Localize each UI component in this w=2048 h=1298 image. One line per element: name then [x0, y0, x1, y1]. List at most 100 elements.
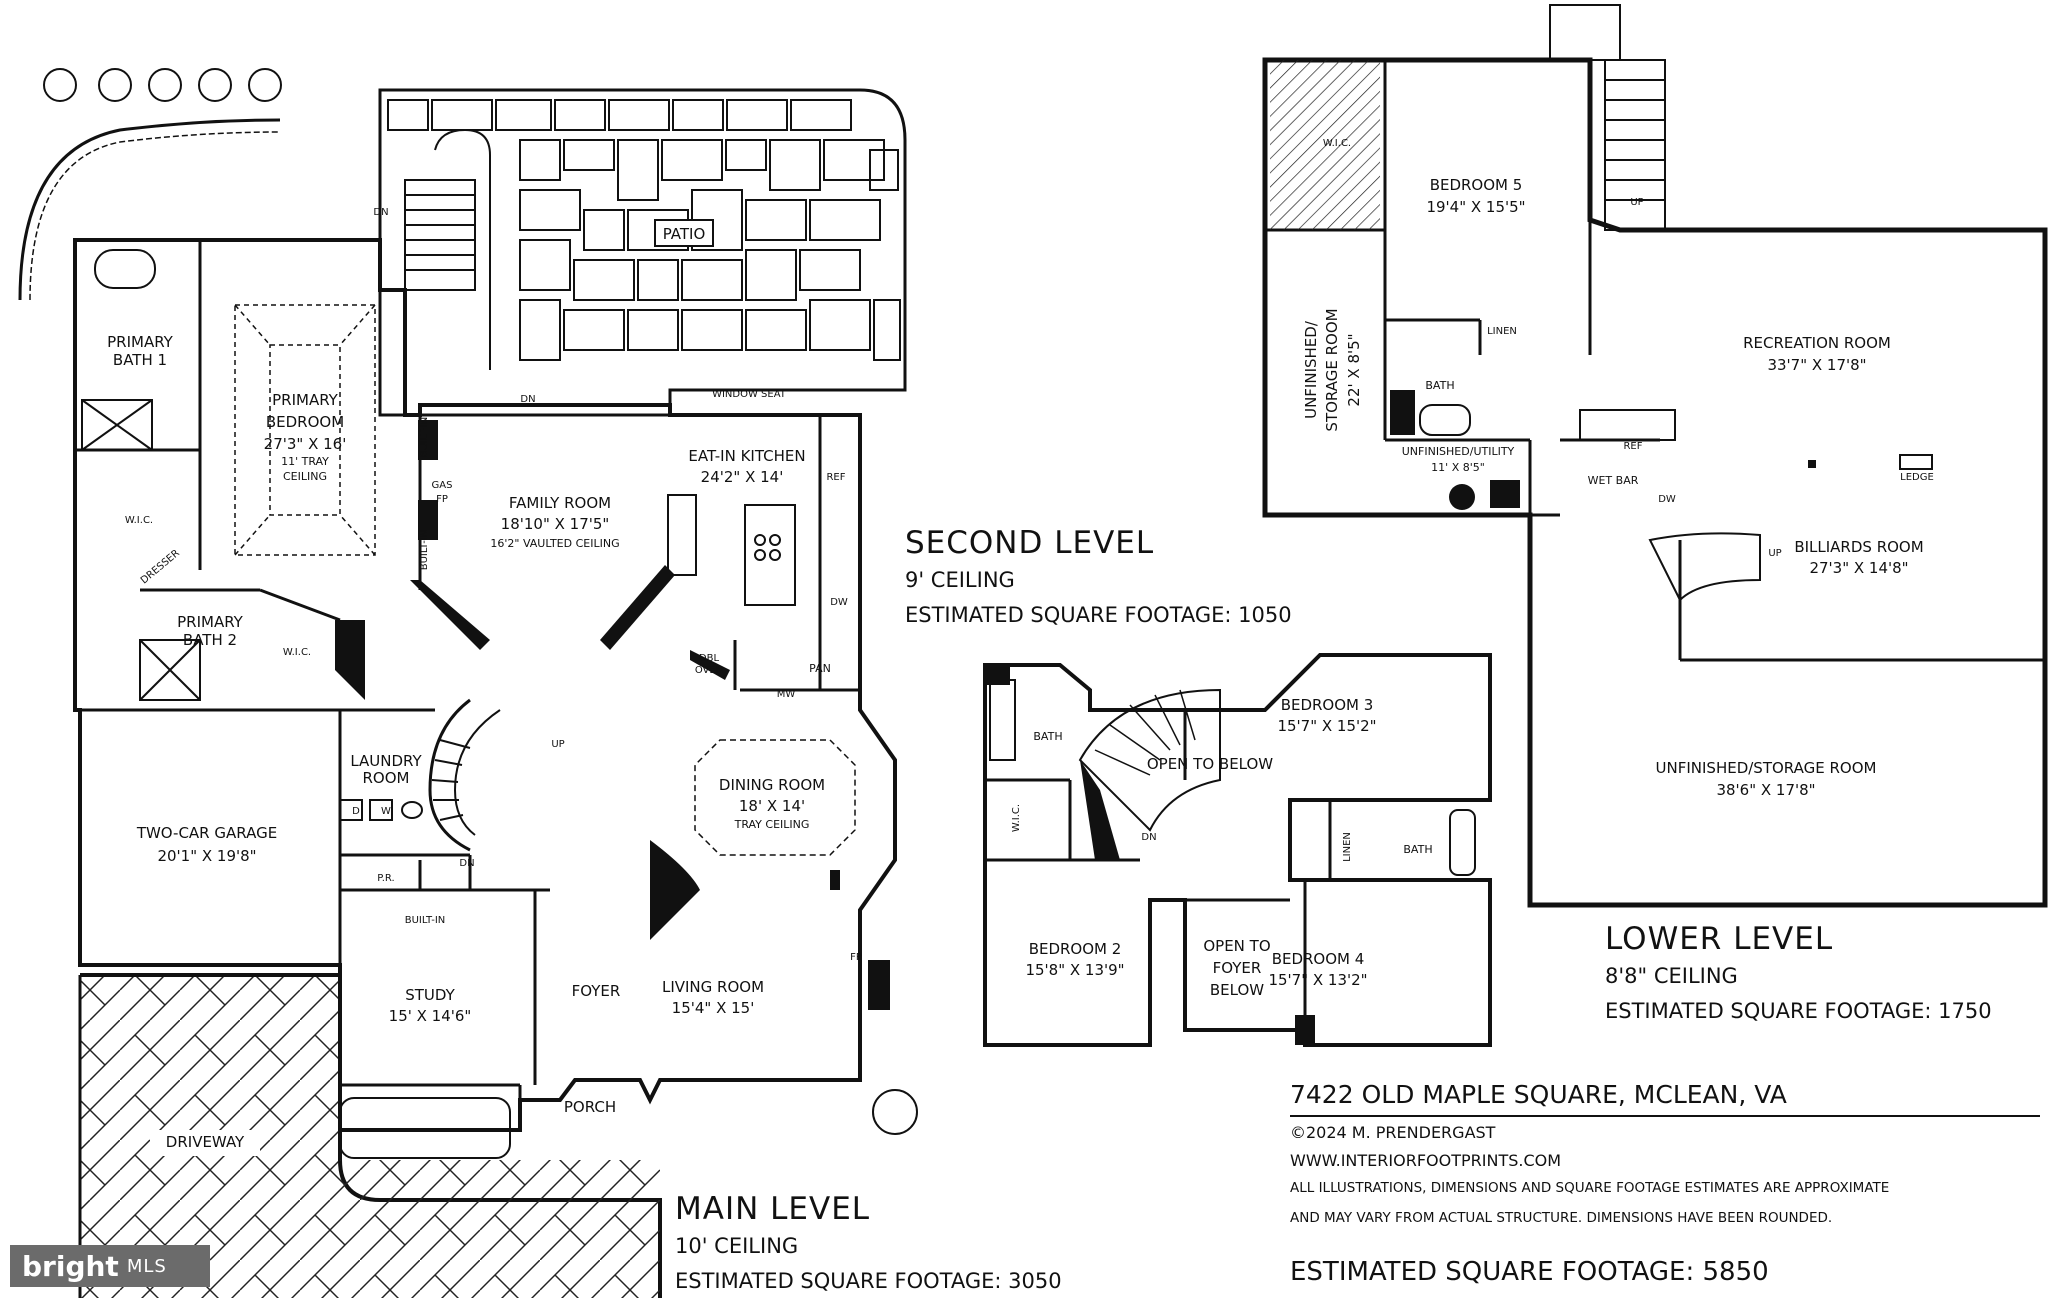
dryer-label: D [352, 806, 360, 817]
washer-label: W [381, 806, 391, 817]
primary-bath-1-label: BATH 1 [113, 351, 167, 369]
dining-room-note: TRAY CEILING [734, 818, 810, 831]
unfinished-utility-name: UNFINISHED/UTILITY [1402, 445, 1515, 458]
open-to-below-label: OPEN TO BELOW [1147, 755, 1273, 773]
bright-mls-logo: bright MLS [10, 1245, 210, 1287]
dresser-label: DRESSER [139, 548, 182, 587]
porch-label: PORCH [564, 1098, 616, 1116]
kitchen-dw-label: DW [830, 597, 848, 608]
dbl-label: DBL [699, 653, 720, 664]
dining-room-name: DINING ROOM [719, 776, 825, 794]
lower-bath-label: BATH [1425, 379, 1454, 392]
dining-tray [694, 739, 856, 856]
builtin-2-label: BUILT-IN [419, 530, 430, 571]
wet-bar-ref-label: REF [1623, 441, 1642, 452]
second-wic-label: W.I.C. [1011, 804, 1022, 832]
lower-level-sqft: ESTIMATED SQUARE FOOTAGE: 1750 [1605, 999, 1992, 1023]
living-fp-label: FP [850, 952, 862, 963]
stair-dn-2-label: DN [520, 394, 535, 405]
family-room-name: FAMILY ROOM [509, 494, 611, 512]
lower-level-title: LOWER LEVEL [1605, 921, 1834, 957]
main-level-sqft: ESTIMATED SQUARE FOOTAGE: 3050 [675, 1269, 1062, 1293]
second-level-plan [983, 653, 1492, 1047]
garage-dims: 20'1" X 19'8" [157, 847, 256, 865]
bedroom-3-dims: 15'7" X 15'2" [1277, 717, 1376, 735]
wet-bar-dw-label: DW [1658, 494, 1676, 505]
bedroom-4-dims: 15'7" X 13'2" [1268, 971, 1367, 989]
living-room-name: LIVING ROOM [662, 978, 764, 996]
bedroom-5-dims: 19'4" X 15'5" [1426, 198, 1525, 216]
open-to-foyer-3: BELOW [1210, 981, 1264, 999]
lower-up-2-label: UP [1768, 548, 1781, 559]
bedroom-2-name: BEDROOM 2 [1029, 940, 1122, 958]
gas-fp-fp-label: FP [436, 494, 448, 505]
patio [378, 88, 907, 417]
wic-main-1-label: W.I.C. [125, 515, 153, 526]
dining-room-dims: 18' X 14' [739, 797, 805, 815]
disclaimer-line-1: ALL ILLUSTRATIONS, DIMENSIONS AND SQUARE… [1290, 1180, 1890, 1196]
lower-level-plan [1262, 4, 2048, 908]
driveway [78, 973, 662, 1298]
bedroom-4-name: BEDROOM 4 [1272, 950, 1365, 968]
billiards-room-dims: 27'3" X 14'8" [1809, 559, 1908, 577]
address: 7422 OLD MAPLE SQUARE, MCLEAN, VA [1290, 1080, 1787, 1109]
bright-logo-suffix: MLS [126, 1255, 167, 1277]
unfinished-utility-dims: 11' X 8'5" [1431, 461, 1485, 474]
foyer-label: FOYER [572, 982, 621, 1000]
lower-linen-label: LINEN [1487, 326, 1517, 337]
unfinished-storage-2-name-2: STORAGE ROOM [1323, 308, 1341, 431]
second-bath-2-label: BATH [1403, 843, 1432, 856]
second-linen-label: LINEN [1342, 832, 1353, 862]
open-to-foyer-2: FOYER [1213, 959, 1262, 977]
pantry-label: PAN [809, 662, 831, 675]
bedroom-5-name: BEDROOM 5 [1430, 176, 1523, 194]
second-level-sqft: ESTIMATED SQUARE FOOTAGE: 1050 [905, 603, 1292, 627]
bright-logo-brand: bright [22, 1249, 119, 1283]
builtin-1-label: BUILT-IN [419, 417, 430, 458]
total-sqft: ESTIMATED SQUARE FOOTAGE: 5850 [1290, 1257, 1769, 1287]
recreation-room-name: RECREATION ROOM [1743, 334, 1891, 352]
main-level-solid-walls [335, 420, 890, 1010]
study-dims: 15' X 14'6" [389, 1007, 472, 1025]
main-level-stairs [404, 128, 501, 852]
primary-bath-1-name: PRIMARY [107, 333, 174, 351]
living-room-dims: 15'4" X 15' [672, 999, 755, 1017]
primary-bedroom-note-2: CEILING [283, 470, 327, 483]
second-level-ceiling: 9' CEILING [905, 568, 1015, 592]
main-level-ceiling: 10' CEILING [675, 1234, 799, 1258]
billiards-room-name: BILLIARDS ROOM [1794, 538, 1923, 556]
family-room-dims: 18'10" X 17'5" [501, 515, 610, 533]
window-seat-label: WINDOW SEAT [712, 389, 787, 400]
second-bath-1-label: BATH [1033, 730, 1062, 743]
primary-bedroom-name-2: BEDROOM [266, 413, 344, 431]
powder-room-label: P.R. [377, 873, 394, 884]
bedroom-2-dims: 15'8" X 13'9" [1025, 961, 1124, 979]
stair-dn-1-label: DN [373, 207, 388, 218]
ledge-label: LEDGE [1900, 472, 1934, 483]
garage-name: TWO-CAR GARAGE [136, 824, 277, 842]
main-level-plan [18, 68, 918, 1298]
primary-bedroom-note-1: 11' TRAY [281, 455, 329, 468]
open-to-foyer-1: OPEN TO [1203, 937, 1270, 955]
unfinished-storage-dims: 38'6" X 17'8" [1716, 781, 1815, 799]
kitchen-island [667, 494, 796, 606]
bath-fixtures [81, 249, 423, 821]
primary-bath-2-name: PRIMARY [177, 613, 244, 631]
lower-up-1-label: UP [1630, 197, 1643, 208]
second-level-title: SECOND LEVEL [905, 525, 1155, 561]
eat-in-kitchen-dims: 24'2" X 14' [701, 468, 784, 486]
bedroom-3-name: BEDROOM 3 [1281, 696, 1374, 714]
builtin-3-label: BUILT-IN [405, 915, 446, 926]
unfinished-storage-2-dims: 22' X 8'5" [1345, 333, 1363, 406]
wic-main-2-label: W.I.C. [283, 647, 311, 658]
driveway-label: DRIVEWAY [166, 1133, 245, 1151]
oven-label: OVEN [695, 665, 723, 676]
gas-fp-gas-label: GAS [432, 480, 453, 491]
family-room-note: 16'2" VAULTED CEILING [490, 537, 619, 550]
unfinished-storage-name: UNFINISHED/STORAGE ROOM [1656, 759, 1877, 777]
primary-bedroom-dims: 27'3" X 16' [264, 435, 347, 453]
kitchen-ref-label: REF [826, 472, 845, 483]
copyright: ©2024 M. PRENDERGAST [1290, 1123, 1496, 1142]
primary-bath-2-label: BATH 2 [183, 631, 237, 649]
